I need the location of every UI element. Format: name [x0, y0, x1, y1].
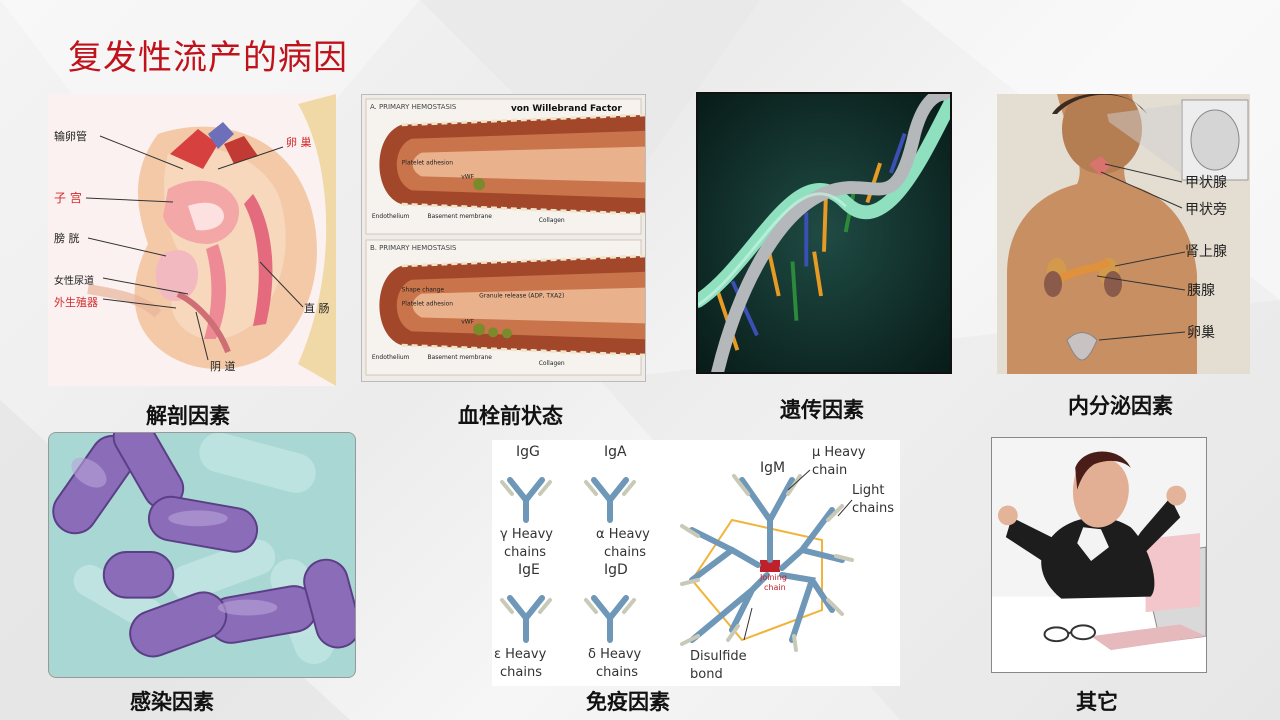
igm-disulfide-2: bond [690, 667, 723, 682]
caption-other: 其它 [1076, 690, 1118, 714]
bacteria-image [48, 432, 356, 678]
endocrine-image: 甲状腺 甲状旁 肾上腺 胰腺 卵巢 [997, 94, 1250, 374]
panel-a-title: A. PRIMARY HEMOSTASIS [370, 103, 457, 111]
label-fallopian-tube: 输卵管 [54, 129, 87, 143]
stressed-woman-image [991, 437, 1207, 673]
igd-chain-1: δ Heavy [588, 647, 642, 662]
label-b-4: Endothelium [372, 354, 410, 361]
igg-chain-2: chains [504, 545, 546, 560]
caption-endocrine: 内分泌因素 [1068, 394, 1173, 418]
label-vagina: 阴 道 [210, 359, 236, 373]
igd-chain-2: chains [596, 665, 638, 680]
label-rectum: 直 肠 [304, 301, 330, 315]
igm-joining-1: Joining [759, 573, 787, 582]
iga-chain-1: α Heavy [596, 527, 650, 542]
label-b-3: vWF [461, 318, 474, 325]
iga-chain-2: chains [604, 545, 646, 560]
igm-joining-2: chain [764, 583, 786, 592]
label-thyroid: 甲状腺 [1185, 175, 1227, 191]
igm-disulfide-1: Disulfide [690, 649, 747, 664]
label-b-1: Platelet adhesion [402, 301, 454, 308]
igm-light-1: Light [852, 483, 884, 498]
label-uterus: 子 宫 [54, 190, 82, 205]
igm-heavy-2: chain [812, 463, 847, 478]
ige-chain-2: chains [500, 665, 542, 680]
ige-label: IgE [518, 562, 540, 578]
label-ovary-endocrine: 卵巢 [1187, 325, 1215, 341]
label-parathyroid: 甲状旁 [1185, 201, 1227, 218]
antibody-image: IgG γ Heavy chains IgA α Heavy chains Ig… [492, 440, 900, 686]
label-b-5: Basement membrane [428, 354, 493, 361]
label-a-1: vWF [461, 173, 474, 180]
label-a-3: Basement membrane [428, 213, 493, 220]
label-a-0: Platelet adhesion [402, 160, 454, 167]
igm-label: IgM [760, 460, 785, 476]
label-pancreas: 胰腺 [1187, 283, 1215, 299]
label-b-2: Granule release (ADP, TXA2) [479, 293, 564, 300]
panel-b-title: B. PRIMARY HEMOSTASIS [370, 244, 457, 252]
label-a-2: Endothelium [372, 213, 410, 220]
caption-genetic: 遗传因素 [780, 398, 864, 422]
slide-title: 复发性流产的病因 [68, 38, 348, 78]
thrombus-image: A. PRIMARY HEMOSTASIS von Willebrand Fac… [361, 94, 646, 382]
anatomy-image: 输卵管 卵 巢 子 宫 膀 胱 女性尿道 外生殖器 直 肠 阴 道 [48, 94, 336, 386]
dna-image [696, 92, 952, 374]
iga-label: IgA [604, 444, 627, 460]
vwf-title: von Willebrand Factor [511, 104, 622, 114]
label-a-4: Collagen [539, 217, 565, 224]
caption-infection: 感染因素 [130, 690, 214, 714]
caption-immune: 免疫因素 [586, 690, 670, 714]
igm-light-2: chains [852, 501, 894, 516]
caption-thrombus: 血栓前状态 [458, 404, 563, 428]
igd-label: IgD [604, 562, 628, 578]
igg-chain-1: γ Heavy [500, 527, 553, 542]
label-b-6: Collagen [539, 360, 565, 367]
igg-label: IgG [516, 444, 540, 460]
label-genitalia: 外生殖器 [54, 295, 98, 309]
label-adrenal: 肾上腺 [1185, 244, 1227, 260]
label-ovary: 卵 巢 [286, 136, 312, 149]
igm-heavy-1: μ Heavy [812, 445, 866, 460]
ige-chain-1: ε Heavy [494, 647, 547, 662]
caption-anatomy: 解剖因素 [146, 404, 230, 428]
label-bladder: 膀 胱 [54, 231, 80, 245]
label-b-0: Shape change [402, 287, 445, 294]
label-urethra: 女性尿道 [54, 274, 94, 287]
